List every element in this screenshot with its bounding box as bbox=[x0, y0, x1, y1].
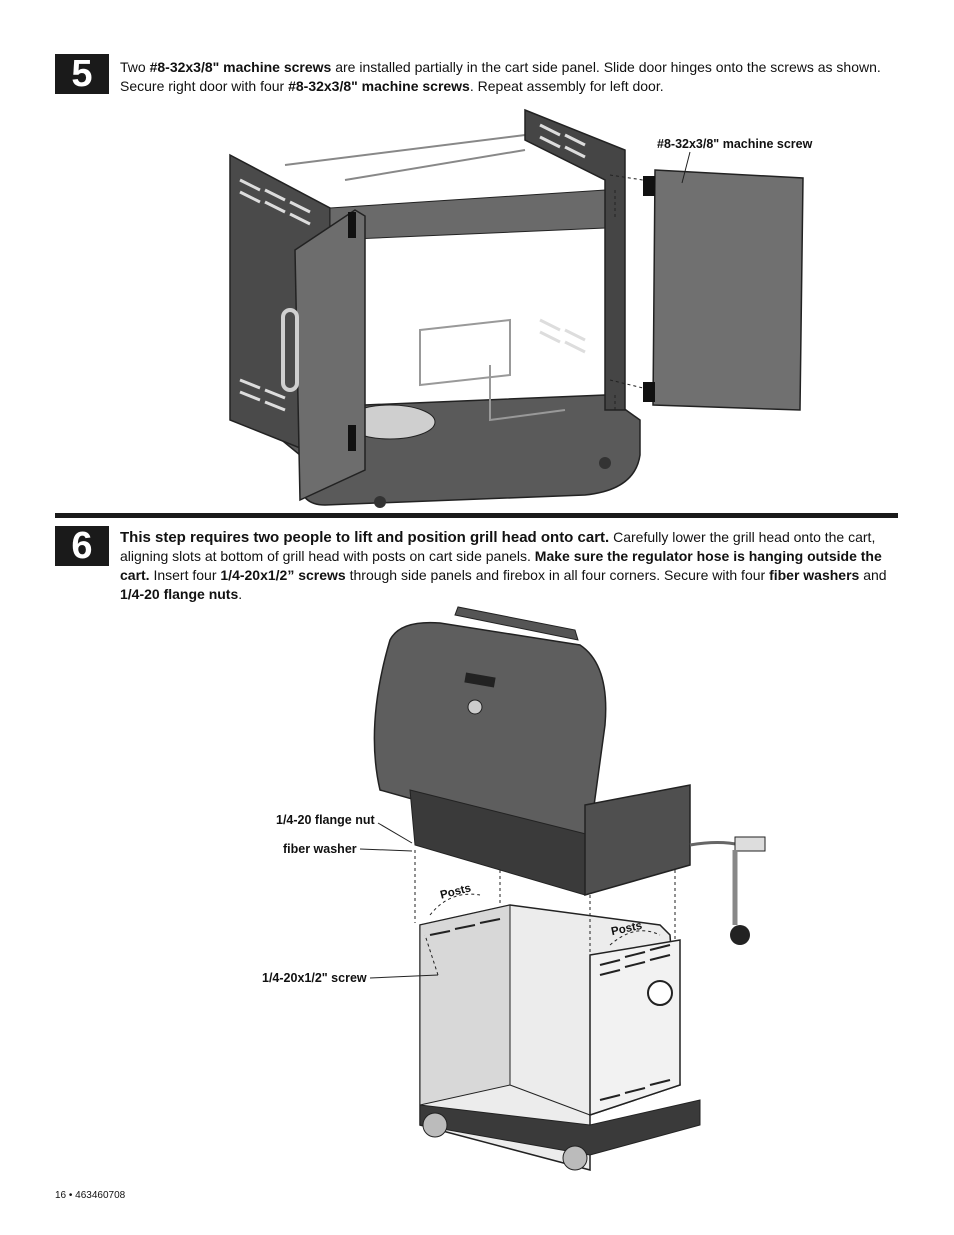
step-6-bold-5: 1/4-20 flange nuts bbox=[120, 586, 239, 602]
step-5-text-2: are installed partially in the cart side… bbox=[120, 59, 881, 94]
step-6-text-4: and bbox=[859, 567, 887, 583]
step-5-bold-2: #8-32x3/8" machine screws bbox=[288, 78, 470, 94]
step-6-text-1: Carefully lower the grill head onto the … bbox=[120, 529, 876, 564]
step-5-bold-1: #8-32x3/8" machine screws bbox=[149, 59, 332, 75]
step-5-number: 5 bbox=[55, 54, 109, 94]
step-6-instructions: This step requires two people to lift an… bbox=[120, 528, 900, 604]
step-5-callout-machine-screw: #8-32x3/8" machine screw bbox=[657, 137, 813, 151]
step-5-text-1: Two bbox=[120, 59, 150, 75]
step-6-callout-fiber-washer: fiber washer bbox=[283, 842, 357, 856]
step-6-grill-illustration bbox=[359, 606, 766, 1171]
step-5-text-3: . Repeat assembly for left door. bbox=[469, 78, 664, 94]
step-6-text-5: . bbox=[238, 586, 243, 602]
step-5-instructions: Two #8-32x3/8" machine screws are instal… bbox=[120, 58, 900, 96]
step-5-cart-illustration bbox=[229, 108, 804, 508]
step-6-callout-flange-nut: 1/4-20 flange nut bbox=[276, 813, 375, 827]
page-footer: 16 • 463460708 bbox=[55, 1190, 126, 1201]
step-divider bbox=[55, 513, 898, 518]
step-6-text-2: Insert four bbox=[149, 567, 221, 583]
step-6-bold-2: Make sure the regulator hose is hanging … bbox=[120, 548, 882, 583]
step-6-text-3: through side panels and firebox in all f… bbox=[345, 567, 770, 583]
step-6-bold-4: fiber washers bbox=[769, 567, 860, 583]
step-6-bold-3: 1/4-20x1/2” screws bbox=[220, 567, 346, 583]
step-6-callout-screw: 1/4-20x1/2" screw bbox=[262, 971, 367, 985]
step-6-bold-1: This step requires two people to lift an… bbox=[120, 529, 610, 546]
step-6-number: 6 bbox=[55, 526, 109, 566]
